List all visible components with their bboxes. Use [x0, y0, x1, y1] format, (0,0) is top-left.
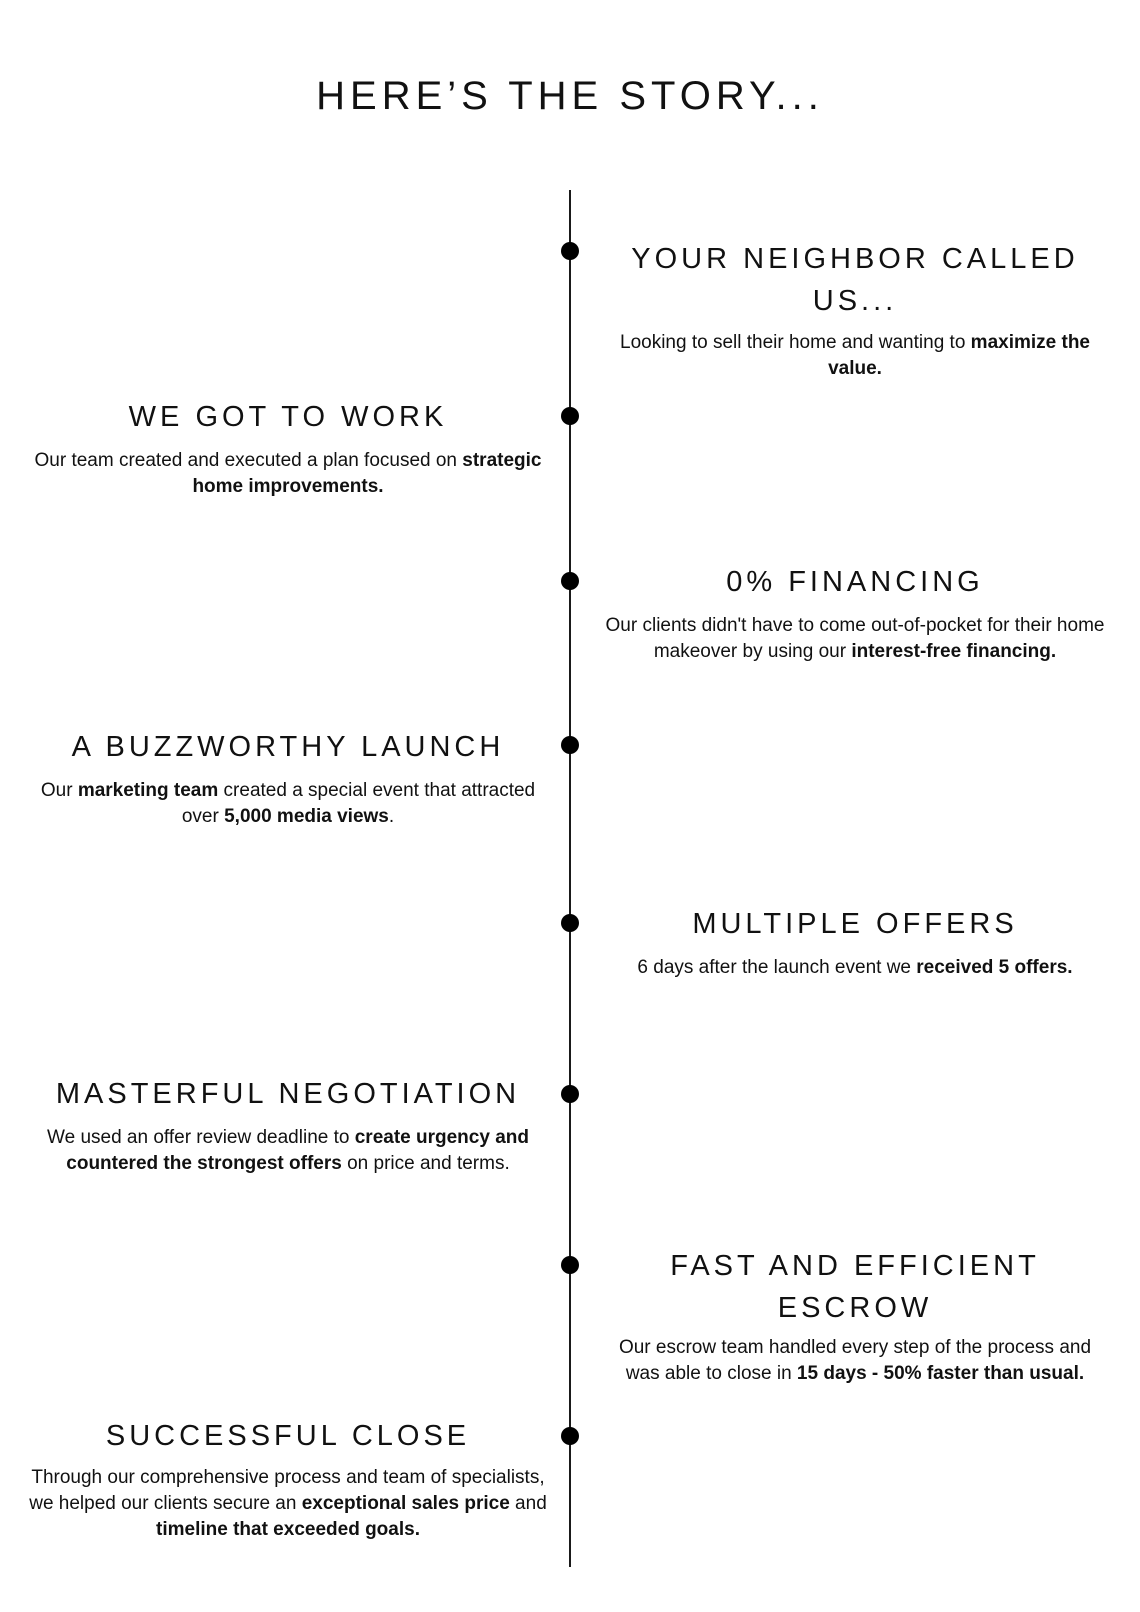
body-text: We used an offer review deadline to — [47, 1127, 355, 1148]
body-emphasis: timeline that exceeded goals. — [156, 1519, 420, 1540]
event-body: Our marketing team created a special eve… — [33, 778, 543, 830]
timeline-dot — [561, 1256, 579, 1274]
timeline-event-successful-close: SUCCESSFUL CLOSE Through our comprehensi… — [18, 1415, 558, 1543]
event-heading: A BUZZWORTHY LAUNCH — [71, 731, 505, 763]
body-text: Our clients didn't have to come out-of-p… — [605, 615, 1105, 662]
timeline-event-got-to-work: WE GOT TO WORK Our team created and exec… — [18, 396, 558, 500]
event-body: 6 days after the launch event we receive… — [595, 955, 1115, 981]
timeline-event-masterful-negotiation: MASTERFUL NEGOTIATION We used an offer r… — [18, 1073, 558, 1177]
body-emphasis: exceptional sales price — [301, 1493, 510, 1514]
event-body: We used an offer review deadline to crea… — [28, 1125, 548, 1177]
event-heading: WE GOT TO WORK — [128, 401, 448, 433]
event-heading: FAST AND EFFICIENT ESCROW — [670, 1250, 1040, 1324]
event-body: Looking to sell their home and wanting t… — [600, 330, 1110, 382]
body-emphasis: 15 days - 50% faster than usual. — [796, 1363, 1085, 1384]
body-text: Our — [40, 780, 78, 801]
body-text: Our escrow team handled every step of th… — [618, 1337, 1092, 1384]
event-body: Through our comprehensive process and te… — [23, 1465, 553, 1543]
body-text: 6 days after the launch event we — [637, 957, 917, 978]
body-emphasis: received 5 offers. — [916, 957, 1073, 978]
body-emphasis: maximize the value. — [828, 332, 1090, 379]
event-heading: YOUR NEIGHBOR CALLED US... — [631, 243, 1079, 317]
event-heading: MULTIPLE OFFERS — [692, 908, 1018, 940]
timeline-dot — [561, 572, 579, 590]
event-body: Our team created and executed a plan foc… — [33, 448, 543, 500]
timeline-dot — [561, 1085, 579, 1103]
body-text: Through our comprehensive process and te… — [29, 1467, 545, 1514]
timeline-dot — [561, 914, 579, 932]
body-emphasis: interest-free financing. — [851, 641, 1057, 662]
body-emphasis: marketing team — [77, 780, 219, 801]
timeline-dot — [561, 736, 579, 754]
event-body: Our clients didn't have to come out-of-p… — [585, 613, 1125, 665]
timeline-event-escrow: FAST AND EFFICIENT ESCROW Our escrow tea… — [585, 1245, 1125, 1387]
event-body: Our escrow team handled every step of th… — [600, 1335, 1110, 1387]
event-heading: MASTERFUL NEGOTIATION — [55, 1078, 521, 1110]
event-heading: 0% FINANCING — [726, 566, 984, 598]
page-title: HERE’S THE STORY... — [316, 74, 824, 118]
body-emphasis: 5,000 media views — [224, 806, 389, 827]
body-text: Our team created and executed a plan foc… — [34, 450, 463, 471]
timeline-dot — [561, 407, 579, 425]
event-heading: SUCCESSFUL CLOSE — [105, 1420, 471, 1452]
body-text: Looking to sell their home and wanting t… — [620, 332, 971, 353]
body-emphasis: create urgency and countered the stronge… — [66, 1127, 529, 1174]
timeline-line — [569, 190, 571, 1567]
body-text: created a special event that attracted o… — [181, 780, 536, 827]
timeline-event-buzzworthy-launch: A BUZZWORTHY LAUNCH Our marketing team c… — [18, 726, 558, 830]
body-text: and — [509, 1493, 547, 1514]
body-text: on price and terms. — [341, 1153, 510, 1174]
body-emphasis: strategic home improvements. — [192, 450, 542, 497]
timeline-event-neighbor-called: YOUR NEIGHBOR CALLED US... Looking to se… — [585, 238, 1125, 382]
timeline-dot — [561, 1427, 579, 1445]
timeline-dot — [561, 242, 579, 260]
timeline-event-financing: 0% FINANCING Our clients didn't have to … — [585, 561, 1125, 665]
timeline-event-multiple-offers: MULTIPLE OFFERS 6 days after the launch … — [585, 903, 1125, 981]
body-text: . — [388, 806, 395, 827]
